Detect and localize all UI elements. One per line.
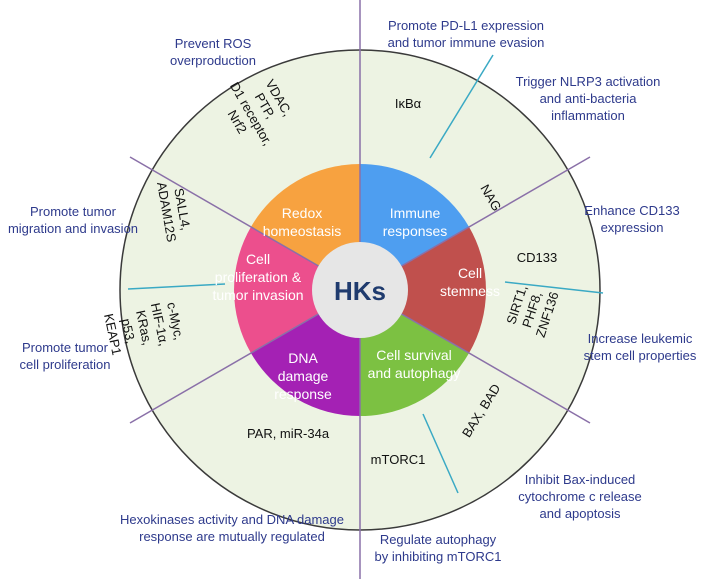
note-redox: Prevent ROS overproduction: [170, 36, 256, 68]
factor-label-stemness: CD133: [517, 250, 557, 265]
note-stemness: Enhance CD133 expression: [584, 203, 679, 235]
sector-label-immune: Immune responses: [383, 205, 448, 239]
sector-cell-proliferation-invasion: [234, 227, 360, 353]
note-survival-line: cytochrome c release: [518, 489, 642, 504]
subdivider-survival: [422, 413, 459, 494]
note-prolif-line: Promote tumor: [22, 340, 109, 355]
factor-label-stemness-line: CD133: [517, 250, 557, 265]
sector-label-prolif-line: proliferation &: [215, 269, 302, 285]
note-prolif-line: cell proliferation: [19, 357, 110, 372]
factor-label-survival-line: mTORC1: [371, 452, 426, 467]
note-redox-line: overproduction: [170, 53, 256, 68]
note-prolif-line: migration and invasion: [8, 221, 138, 236]
sector-label-survival-line: and autophagy: [368, 365, 461, 381]
note-stemness-line: Enhance CD133: [584, 203, 679, 218]
note-stemness: Increase leukemic stem cell properties: [584, 331, 697, 363]
sector-cell-stemness: [360, 227, 486, 353]
note-survival-line: by inhibiting mTORC1: [375, 549, 502, 564]
note-dna-line: response are mutually regulated: [139, 529, 325, 544]
sector-label-stemness-line: Cell: [458, 265, 482, 281]
sector-label-prolif-line: Cell: [246, 251, 270, 267]
note-immune: Promote PD-L1 expression and tumor immune…: [388, 18, 545, 50]
center-label: HKs: [334, 276, 386, 306]
note-immune-line: and tumor immune evasion: [388, 35, 545, 50]
note-survival-line: and apoptosis: [540, 506, 621, 521]
center-circle: [312, 242, 408, 338]
sector-label-prolif-line: tumor invasion: [212, 287, 303, 303]
note-survival-line: Inhibit Bax-induced: [525, 472, 636, 487]
note-stemness-line: expression: [601, 220, 664, 235]
sector-label-dna-line: response: [274, 386, 332, 402]
factor-label-prolif-line: KRas,: [133, 309, 155, 347]
factor-label-immune-line: IκBα: [395, 96, 422, 111]
factor-label-survival: mTORC1: [371, 452, 426, 467]
sector-label-dna-line: DNA: [288, 350, 318, 366]
note-stemness-line: stem cell properties: [584, 348, 697, 363]
factor-label-prolif: c-Myc,HIF-1α,KRas,p53,KEAP1: [101, 298, 187, 357]
sector-label-immune-line: responses: [383, 223, 448, 239]
note-immune: Trigger NLRP3 activation and anti-bacteri…: [516, 74, 661, 123]
note-survival-line: Regulate autophagy: [380, 532, 497, 547]
sector-label-redox-line: homeostasis: [263, 223, 342, 239]
note-stemness-line: Increase leukemic: [588, 331, 693, 346]
subdivider-immune: [429, 54, 494, 159]
sector-label-survival-line: Cell survival: [376, 347, 451, 363]
note-immune-line: Trigger NLRP3 activation: [516, 74, 661, 89]
note-immune-line: inflammation: [551, 108, 625, 123]
note-prolif-line: Promote tumor: [30, 204, 117, 219]
sector-label-dna-line: damage: [278, 368, 329, 384]
note-survival: Inhibit Bax-induced cytochrome c release a…: [518, 472, 642, 521]
sector-label-stemness-line: stemness: [440, 283, 500, 299]
note-prolif: Promote tumor cell proliferation: [19, 340, 110, 372]
factor-label-dna: PAR, miR-34a: [247, 426, 330, 441]
subdivider-proliferation: [127, 283, 226, 290]
note-immune-line: and anti-bacteria: [540, 91, 638, 106]
note-survival: Regulate autophagy by inhibiting mTORC1: [375, 532, 502, 564]
note-prolif: Promote tumor migration and invasion: [8, 204, 138, 236]
note-redox-line: Prevent ROS: [175, 36, 252, 51]
factor-label-dna-line: PAR, miR-34a: [247, 426, 330, 441]
subdivider-stemness: [504, 281, 604, 294]
sector-label-redox-line: Redox: [282, 205, 322, 221]
sector-label-redox: Redox homeostasis: [263, 205, 342, 239]
note-immune-line: Promote PD-L1 expression: [388, 18, 544, 33]
sector-label-immune-line: Immune: [390, 205, 441, 221]
sector-label-stemness: Cell stemness: [440, 265, 500, 299]
factor-label-prolif-line: SALL4,: [171, 187, 193, 232]
note-dna-line: Hexokinases activity and DNA damage: [120, 512, 344, 527]
factor-label-prolif-line: p53,: [118, 317, 138, 345]
note-dna: Hexokinases activity and DNA damage respo…: [120, 512, 344, 544]
sector-label-dna: DNA damage response: [274, 350, 332, 402]
sector-label-survival: Cell survival and autophagy: [368, 347, 461, 381]
factor-label-immune: IκBα: [395, 96, 422, 111]
sector-label-prolif: Cell proliferation & tumor invasion: [212, 251, 303, 303]
